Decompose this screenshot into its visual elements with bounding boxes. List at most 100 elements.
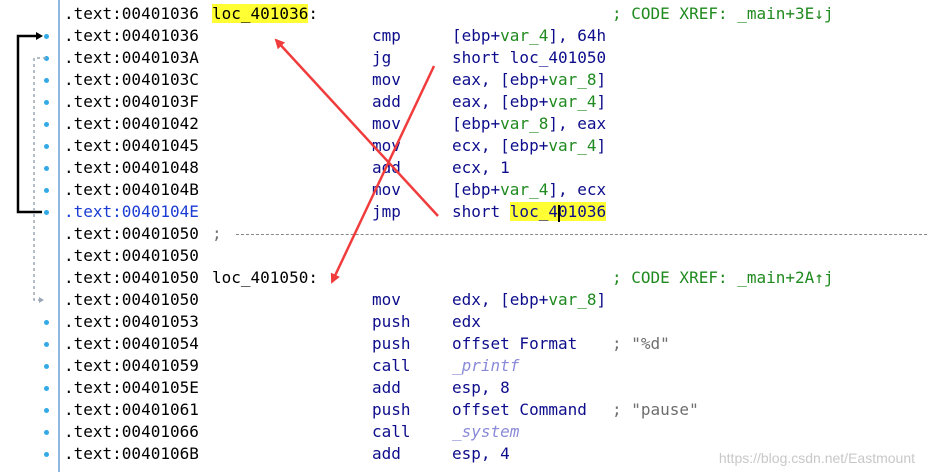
operand-text: ], ecx [548, 180, 607, 199]
flow-gutter [0, 0, 60, 472]
operands: esp, 4 [452, 443, 510, 465]
breakpoint-dot-icon[interactable] [44, 166, 49, 171]
listing-row[interactable]: .text:00401053 push edx [64, 311, 927, 333]
address: .text:00401050 [64, 290, 199, 309]
breakpoint-dot-icon[interactable] [44, 56, 49, 61]
function-ref[interactable]: _printf [452, 356, 520, 375]
code-label-name[interactable]: loc_401036 [212, 4, 309, 23]
stack-var-ref[interactable]: var_4 [500, 180, 549, 199]
operands: ecx, 1 [452, 157, 510, 179]
listing-row[interactable]: .text:00401050 [64, 245, 927, 267]
mnemonic: add [372, 444, 401, 463]
breakpoint-dot-icon[interactable] [44, 34, 49, 39]
operand-text: [ebp+ [452, 114, 501, 133]
breakpoint-dot-icon[interactable] [44, 144, 49, 149]
address: .text:00401054 [64, 334, 199, 353]
operands: [ebp+var_4], 64h [452, 25, 606, 47]
operands: offset Format [452, 333, 577, 355]
stack-var-ref[interactable]: var_4 [500, 26, 549, 45]
stack-var-ref[interactable]: var_8 [548, 290, 597, 309]
mnemonic: mov [372, 136, 401, 155]
address: .text:00401050 [64, 268, 199, 287]
operand-text: ecx, 1 [452, 158, 510, 177]
address: .text:00401061 [64, 400, 199, 419]
address: .text:00401042 [64, 114, 199, 133]
listing-row[interactable]: .text:00401042 mov [ebp+var_8], eax [64, 113, 927, 135]
breakpoint-dot-icon[interactable] [44, 78, 49, 83]
breakpoint-dot-icon[interactable] [44, 386, 49, 391]
operands: _system [452, 421, 519, 443]
address: .text:0040105E [64, 378, 199, 397]
stack-var-ref[interactable]: var_8 [548, 70, 597, 89]
code-xref-comment[interactable]: ; CODE XREF: _main+3E↓j [612, 4, 834, 23]
breakpoint-dot-icon[interactable] [44, 430, 49, 435]
operand-text: esp, 8 [452, 378, 510, 397]
gutter-divider [58, 0, 60, 472]
mnemonic: mov [372, 70, 401, 89]
breakpoint-dot-icon[interactable] [44, 364, 49, 369]
mnemonic: mov [372, 290, 401, 309]
address: .text:00401053 [64, 312, 199, 331]
breakpoint-dot-icon[interactable] [44, 452, 49, 457]
operand-text: esp, 4 [452, 444, 510, 463]
listing-row[interactable]: .text:00401050; [64, 223, 927, 245]
address: .text:00401050 [64, 224, 199, 243]
operand-text: ] [596, 136, 607, 155]
operand-text: ecx, [ebp+ [452, 136, 549, 155]
stack-var-ref[interactable]: var_4 [548, 136, 597, 155]
address: .text:0040103C [64, 70, 199, 89]
operand-text: [ebp+ [452, 180, 501, 199]
breakpoint-dot-icon[interactable] [44, 408, 49, 413]
branch-flow-arrow-icon [33, 57, 46, 301]
code-label[interactable]: loc_401050: [212, 267, 318, 289]
mnemonic: mov [372, 114, 401, 133]
separator-semicolon: ; [212, 224, 222, 243]
breakpoint-dot-icon[interactable] [44, 100, 49, 105]
operand-text: eax, [ebp+ [452, 70, 549, 89]
mnemonic: call [372, 422, 411, 441]
breakpoint-dot-icon[interactable] [44, 320, 49, 325]
code-label-name[interactable]: loc_401050 [212, 268, 309, 287]
mnemonic: push [372, 312, 411, 331]
operand-text: short loc_401050 [452, 48, 607, 67]
code-xref-comment[interactable]: ; CODE XREF: _main+2A↑j [612, 268, 834, 287]
operand-text: offset Command [452, 400, 587, 419]
mnemonic: mov [372, 180, 401, 199]
operands: eax, [ebp+var_4] [452, 91, 606, 113]
operand-text: edx [452, 312, 481, 331]
function-ref[interactable]: _system [452, 422, 520, 441]
breakpoint-dot-icon[interactable] [44, 122, 49, 127]
breakpoint-dot-icon[interactable] [44, 188, 49, 193]
breakpoint-dot-icon[interactable] [44, 210, 49, 215]
address: .text:00401059 [64, 356, 199, 375]
breakpoint-dot-icon[interactable] [44, 342, 49, 347]
highlighted-label-ref[interactable]: loc_401036 [509, 202, 607, 222]
listing-row[interactable]: .text:00401050 loc_401050: ; CODE XREF: _m… [64, 267, 927, 289]
code-label[interactable]: loc_401036: [212, 3, 318, 25]
listing-row[interactable]: .text:00401050 mov edx, [ebp+var_8] [64, 289, 927, 311]
stack-var-ref[interactable]: var_4 [548, 92, 597, 111]
operand-text: ] [596, 70, 607, 89]
operands: edx, [ebp+var_8] [452, 289, 606, 311]
stack-var-ref[interactable]: var_8 [500, 114, 549, 133]
mnemonic: add [372, 158, 401, 177]
operands: [ebp+var_8], eax [452, 113, 606, 135]
listing-row[interactable]: .text:0040103C mov eax, [ebp+var_8] [64, 69, 927, 91]
operand-text: ], 64h [548, 26, 607, 45]
branch-flow-arrowhead-icon [39, 297, 44, 303]
